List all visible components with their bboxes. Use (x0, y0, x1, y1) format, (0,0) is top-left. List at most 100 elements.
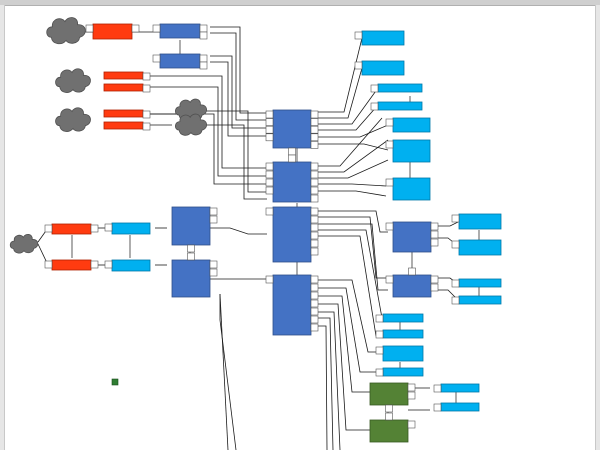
red-converter-block-in-port[interactable] (44, 260, 53, 269)
page-break-icon[interactable] (111, 378, 119, 386)
blue-unit-block-in-port[interactable] (265, 110, 274, 119)
cyan-subunit-block[interactable] (382, 367, 424, 377)
blue-unit-block-top-port[interactable] (288, 154, 296, 163)
cyan-subunit-block-in-port[interactable] (433, 403, 442, 412)
blue-unit-block-in-port[interactable] (265, 178, 274, 187)
cyan-subunit-block[interactable] (377, 83, 423, 93)
cyan-subunit-block-in-port[interactable] (451, 214, 460, 223)
blue-unit-block-out-port[interactable] (310, 307, 319, 316)
blue-unit-block[interactable] (272, 109, 312, 149)
blue-unit-block[interactable] (392, 221, 432, 253)
red-converter-block-out-port[interactable] (142, 72, 151, 81)
cyan-subunit-block-in-port[interactable] (375, 368, 384, 377)
source-cloud[interactable] (46, 17, 86, 45)
green-unit-block[interactable] (369, 382, 409, 406)
blue-unit-block-out-port[interactable] (430, 275, 439, 284)
blue-unit-block-out-port[interactable] (209, 260, 218, 269)
blue-unit-block[interactable] (159, 23, 201, 39)
blue-unit-block-out-port[interactable] (310, 110, 319, 119)
blue-unit-block-out-port[interactable] (310, 207, 319, 216)
cyan-subunit-block-in-port[interactable] (375, 330, 384, 339)
red-converter-block-in-port[interactable] (44, 224, 53, 233)
blue-unit-block-out-port[interactable] (310, 299, 319, 308)
red-converter-block[interactable] (51, 223, 92, 235)
green-unit-block-out-port[interactable] (407, 420, 416, 429)
blue-unit-block-out-port[interactable] (310, 215, 319, 224)
cyan-subunit-block[interactable] (458, 278, 502, 288)
blue-unit-block-in-port[interactable] (265, 275, 274, 284)
cyan-subunit-block-in-port[interactable] (433, 384, 442, 393)
cyan-subunit-block-in-port[interactable] (104, 260, 113, 269)
cyan-subunit-block-in-port[interactable] (370, 102, 379, 111)
blue-unit-block-out-port[interactable] (310, 247, 319, 256)
cyan-subunit-block-in-port[interactable] (451, 296, 460, 305)
cyan-subunit-block-in-port[interactable] (451, 279, 460, 288)
cyan-subunit-block-in-port[interactable] (354, 61, 363, 70)
blue-unit-block[interactable] (272, 206, 312, 263)
blue-unit-block-in-port[interactable] (152, 24, 161, 33)
cyan-subunit-block[interactable] (458, 295, 502, 305)
blue-unit-block-in-port[interactable] (265, 170, 274, 179)
cyan-subunit-block[interactable] (440, 383, 480, 393)
blue-unit-block-out-port[interactable] (199, 61, 208, 70)
blue-unit-block-bottom-port[interactable] (187, 244, 195, 253)
cyan-subunit-block-in-port[interactable] (375, 314, 384, 323)
cyan-subunit-block-in-port[interactable] (104, 223, 113, 232)
source-cloud[interactable] (55, 107, 91, 132)
cyan-subunit-block[interactable] (361, 60, 405, 76)
blue-unit-block-in-port[interactable] (265, 118, 274, 126)
cyan-subunit-block-in-port[interactable] (370, 84, 379, 93)
red-converter-block[interactable] (51, 259, 92, 271)
cyan-subunit-block[interactable] (392, 177, 431, 201)
blue-unit-block-out-port[interactable] (199, 31, 208, 40)
cyan-subunit-block-in-port[interactable] (375, 346, 384, 355)
red-converter-block-out-port[interactable] (142, 110, 151, 119)
red-converter-block-out-port[interactable] (131, 24, 140, 33)
red-converter-block[interactable] (103, 71, 144, 80)
blue-unit-block-in-port[interactable] (265, 207, 274, 216)
right-scrollbar[interactable] (595, 5, 600, 450)
blue-unit-block[interactable] (392, 274, 432, 298)
blue-unit-block-out-port[interactable] (199, 24, 208, 33)
blue-unit-block[interactable] (171, 259, 211, 298)
red-converter-block-out-port[interactable] (90, 224, 99, 233)
blue-unit-block-in-port[interactable] (265, 186, 274, 195)
blue-unit-block-in-port[interactable] (385, 275, 394, 284)
blue-unit-block-out-port[interactable] (430, 283, 439, 292)
red-converter-block-out-port[interactable] (142, 84, 151, 93)
blue-unit-block-out-port[interactable] (310, 223, 319, 232)
blue-unit-block-in-port[interactable] (265, 133, 274, 142)
green-unit-block[interactable] (369, 419, 409, 443)
blue-unit-block-out-port[interactable] (310, 186, 319, 195)
blue-unit-block-out-port[interactable] (310, 275, 319, 284)
blue-unit-block-out-port[interactable] (310, 162, 319, 171)
blue-unit-block-out-port[interactable] (310, 231, 319, 240)
blue-unit-block[interactable] (171, 206, 211, 246)
cyan-subunit-block[interactable] (111, 222, 151, 235)
cyan-subunit-block[interactable] (377, 101, 423, 111)
cyan-subunit-block-in-port[interactable] (385, 178, 394, 187)
blue-unit-block[interactable] (272, 161, 312, 203)
cyan-subunit-block[interactable] (458, 239, 502, 256)
red-converter-block-in-port[interactable] (85, 24, 94, 33)
cyan-subunit-block[interactable] (392, 139, 431, 163)
blue-unit-block-out-port[interactable] (310, 194, 319, 203)
blue-unit-block-out-port[interactable] (310, 315, 319, 324)
blue-unit-block-out-port[interactable] (199, 54, 208, 63)
blue-unit-block-in-port[interactable] (385, 222, 394, 231)
blue-unit-block-top-port[interactable] (408, 267, 416, 276)
red-converter-block[interactable] (103, 109, 144, 118)
blue-unit-block-out-port[interactable] (310, 118, 319, 126)
blue-unit-block-out-port[interactable] (310, 239, 319, 248)
blue-unit-block-out-port[interactable] (209, 215, 218, 224)
blue-unit-block-out-port[interactable] (310, 283, 319, 292)
green-unit-block-top-port[interactable] (385, 412, 393, 421)
blue-unit-block[interactable] (272, 274, 312, 336)
blue-unit-block-out-port[interactable] (430, 230, 439, 239)
cyan-subunit-block[interactable] (111, 259, 151, 272)
cyan-subunit-block[interactable] (382, 345, 424, 362)
cyan-subunit-block[interactable] (458, 213, 502, 230)
blue-unit-block-out-port[interactable] (310, 125, 319, 134)
blue-unit-block-in-port[interactable] (265, 162, 274, 171)
